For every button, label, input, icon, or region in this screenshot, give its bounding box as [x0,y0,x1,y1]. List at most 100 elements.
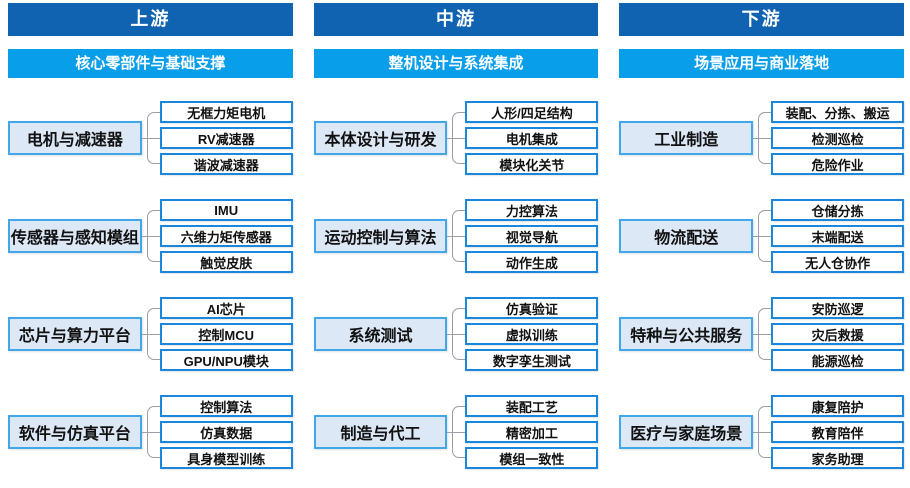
category-group: 医疗与家庭场景 康复陪护 教育陪伴 家务助理 [619,395,905,469]
item-label: 控制算法 [200,399,253,415]
item-box: 能源巡检 [771,349,905,371]
bracket-connector [753,395,772,469]
category-box: 电机与减速器 [8,121,142,155]
column-groups: 本体设计与研发 人形/四足结构 电机集成 模块化关节 运动控制与算法 力控算法 … [313,101,599,469]
chain-columns: 上游 核心零部件与基础支撑 电机与减速器 无框力矩电机 RV减速器 谐波减速器 … [8,3,905,469]
item-label: 谐波减速器 [193,157,259,173]
item-list: 力控算法 视觉导航 动作生成 [465,199,599,273]
column-subtitle-label: 场景应用与商业落地 [694,55,830,72]
item-label: 动作生成 [505,255,558,271]
bracket-stub-category [447,334,453,335]
bracket-stub-middle-item [758,334,772,335]
item-box: 安防巡逻 [771,297,905,319]
item-box: 康复陪护 [771,395,905,417]
item-box: 数字孪生测试 [465,349,599,371]
item-box: 控制MCU [159,323,293,345]
column-groups: 工业制造 装配、分拣、搬运 检测巡检 危险作业 物流配送 仓储分拣 末端配送 [619,101,905,469]
item-list: 控制算法 仿真数据 具身模型训练 [159,395,293,469]
item-label: 检测巡检 [811,131,864,147]
category-label: 本体设计与研发 [324,132,437,149]
item-label: 数字孪生测试 [492,353,571,369]
item-label: 力控算法 [505,203,558,219]
bracket-connector [447,395,466,469]
bracket-connector [447,297,466,371]
column-header-bar: 中游 [313,3,599,36]
item-list: 仿真验证 虚拟训练 数字孪生测试 [465,297,599,371]
chain-column-downstream: 下游 场景应用与商业落地 工业制造 装配、分拣、搬运 检测巡检 危险作业 物流配… [619,3,905,469]
item-label: GPU/NPU模块 [183,353,269,369]
chain-column-upstream: 上游 核心零部件与基础支撑 电机与减速器 无框力矩电机 RV减速器 谐波减速器 … [8,3,293,469]
item-list: 康复陪护 教育陪伴 家务助理 [771,395,905,469]
category-box: 传感器与感知模组 [8,219,142,253]
item-label: 灾后救援 [811,327,864,343]
item-label: 康复陪护 [811,399,864,415]
category-label: 物流配送 [654,230,719,247]
item-box: RV减速器 [159,127,293,149]
bracket-stub-middle-item [758,432,772,433]
column-subtitle-label: 整机设计与系统集成 [388,55,524,72]
category-box: 系统测试 [313,317,448,351]
item-box: 仿真验证 [465,297,599,319]
bracket-stub-category [753,432,759,433]
column-header-bar: 上游 [8,3,293,36]
item-box: 力控算法 [465,199,599,221]
item-list: 装配工艺 精密加工 模组一致性 [465,395,599,469]
item-list: 安防巡逻 灾后救援 能源巡检 [771,297,905,371]
category-label: 医疗与家庭场景 [630,426,743,443]
category-label: 工业制造 [654,132,719,149]
bracket-stub-middle-item [146,236,160,237]
category-box: 物流配送 [619,219,754,253]
column-header-label: 中游 [436,9,476,29]
item-label: IMU [214,202,239,218]
item-box: 模块化关节 [465,153,599,175]
bracket-stub-category [753,236,759,237]
item-box: 动作生成 [465,251,599,273]
bracket-stub-category [141,334,147,335]
item-box: 检测巡检 [771,127,905,149]
bracket-stub-middle-item [758,138,772,139]
item-box: 谐波减速器 [159,153,293,175]
bracket-stub-category [141,138,147,139]
item-label: 装配、分拣、搬运 [785,105,890,121]
item-list: 仓储分拣 末端配送 无人仓协作 [771,199,905,273]
item-label: 教育陪伴 [811,425,864,441]
item-box: 仿真数据 [159,421,293,443]
bracket-connector [753,101,772,175]
item-label: 装配工艺 [505,399,558,415]
bracket-connector [753,297,772,371]
item-label: 六维力矩传感器 [180,229,272,245]
column-subtitle-bar: 核心零部件与基础支撑 [8,49,293,78]
item-box: 人形/四足结构 [465,101,599,123]
item-box: 家务助理 [771,447,905,469]
bracket-stub-middle-item [758,236,772,237]
item-box: 危险作业 [771,153,905,175]
category-box: 特种与公共服务 [619,317,754,351]
item-label: 安防巡逻 [811,301,864,317]
item-box: 触觉皮肤 [159,251,293,273]
bracket-stub-category [447,432,453,433]
item-label: 仓储分拣 [811,203,864,219]
category-group: 芯片与算力平台 AI芯片 控制MCU GPU/NPU模块 [8,297,293,371]
item-box: 装配、分拣、搬运 [771,101,905,123]
bracket-stub-category [753,334,759,335]
item-box: 视觉导航 [465,225,599,247]
bracket-connector [447,199,466,273]
category-group: 系统测试 仿真验证 虚拟训练 数字孪生测试 [313,297,599,371]
bracket-connector [141,395,160,469]
bracket-stub-category [141,432,147,433]
item-list: 装配、分拣、搬运 检测巡检 危险作业 [771,101,905,175]
item-box: 具身模型训练 [159,447,293,469]
item-label: 具身模型训练 [187,451,266,467]
bracket-connector [753,199,772,273]
category-label: 传感器与感知模组 [10,230,139,247]
item-box: IMU [159,199,293,221]
item-box: 灾后救援 [771,323,905,345]
item-box: 无框力矩电机 [159,101,293,123]
item-box: 仓储分拣 [771,199,905,221]
bracket-connector [141,101,160,175]
item-list: 无框力矩电机 RV减速器 谐波减速器 [159,101,293,175]
column-header-label: 上游 [130,9,171,29]
item-box: 控制算法 [159,395,293,417]
item-list: 人形/四足结构 电机集成 模块化关节 [465,101,599,175]
item-box: 模组一致性 [465,447,599,469]
